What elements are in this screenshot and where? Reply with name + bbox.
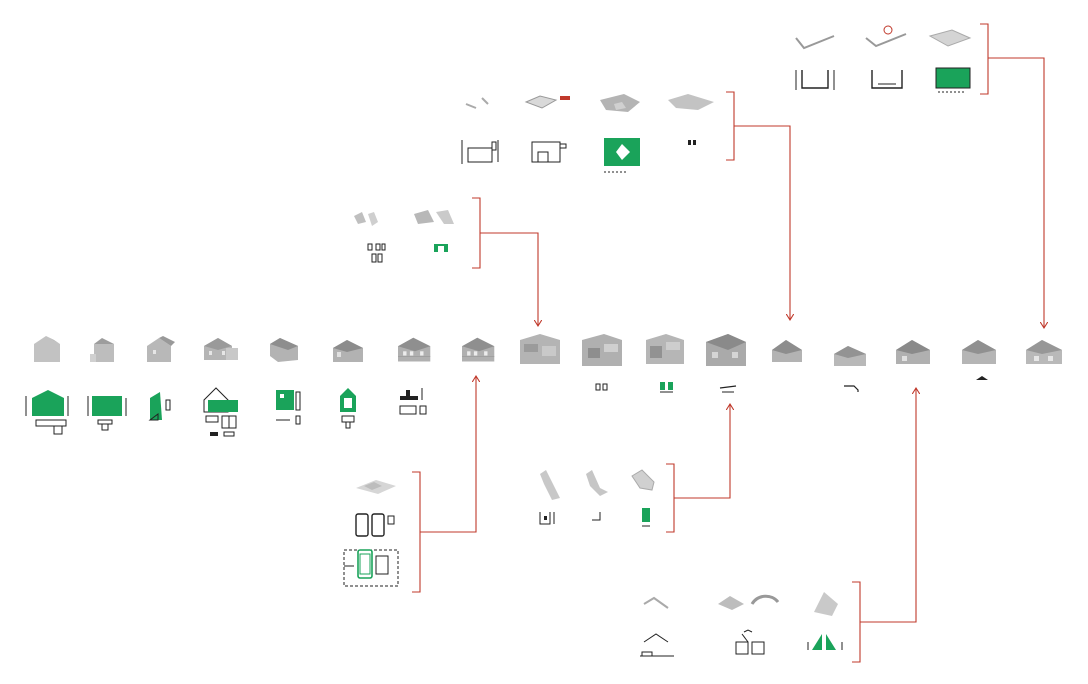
- sub-c-part-2-drawing: [871, 70, 903, 89]
- sub-f-part-2-drawing: [735, 629, 765, 655]
- connector-sub-d: [412, 376, 476, 593]
- step-16: [1026, 340, 1062, 364]
- sub-e-part-2-model: [586, 470, 608, 496]
- step-8: [461, 337, 495, 362]
- sub-e-part-3-drawing: [642, 508, 650, 527]
- sub-e-part-1-model: [540, 470, 560, 500]
- sub-f-part-2-model: [718, 594, 780, 610]
- drawing-step-12: [719, 385, 737, 393]
- sub-d-model: [356, 480, 396, 494]
- step-13: [772, 340, 802, 362]
- subassembly-f: [640, 592, 843, 657]
- subassembly-a: [354, 210, 454, 263]
- drawing-step-5: [276, 390, 301, 425]
- drawing-step-6: [340, 388, 356, 429]
- step-9: [520, 334, 560, 364]
- step-10: [582, 334, 622, 366]
- sub-b-part-4-model: [668, 94, 714, 110]
- step-7: [397, 337, 431, 362]
- sub-e-part-2-drawing: [592, 512, 601, 521]
- sub-a-part-2-drawing: [434, 244, 448, 252]
- sub-b-part-3-drawing: [604, 138, 640, 173]
- connector-sub-b: [726, 91, 790, 320]
- sub-d-elevations: [355, 513, 395, 537]
- sub-b-part-4-drawing: [688, 140, 696, 145]
- subassembly-e: [539, 469, 655, 527]
- drawing-step-4: [203, 387, 238, 437]
- step-2: [90, 338, 114, 362]
- sub-a-part-2-model: [414, 210, 454, 224]
- sub-f-part-1-drawing: [640, 633, 674, 657]
- connectors: [412, 23, 1044, 663]
- sub-f-part-1-model: [643, 596, 669, 609]
- sub-a-part-1-drawing: [367, 243, 386, 263]
- drawing-step-1: [25, 390, 69, 435]
- step-15: [896, 340, 930, 364]
- drawing-step-7: [399, 388, 427, 415]
- sub-d-plan: [343, 549, 399, 587]
- step-1: [34, 336, 60, 362]
- drawing-step-2: [87, 396, 127, 431]
- sub-c-part-1-drawing: [795, 70, 835, 90]
- drawing-step-3: [148, 392, 171, 421]
- connector-sub-e: [666, 404, 730, 533]
- connector-sub-c: [980, 23, 1044, 328]
- drawing-step-10: [595, 383, 608, 391]
- step-4: [204, 338, 238, 360]
- subassembly-d: [343, 480, 399, 587]
- sub-f-part-3-drawing: [807, 634, 843, 650]
- sub-e-part-1-drawing: [539, 512, 555, 525]
- main-sequence: [34, 334, 1062, 366]
- sub-b-part-3-model: [600, 94, 640, 112]
- drawing-step-11: [660, 382, 673, 393]
- sub-c-part-1-model: [795, 35, 835, 50]
- step-3: [147, 336, 175, 362]
- step-16-preview: [962, 340, 996, 364]
- sub-b-part-2-drawing: [531, 141, 567, 163]
- drawing-step-14: [844, 385, 859, 392]
- connector-sub-a: [472, 197, 538, 326]
- subassembly-c: [795, 25, 972, 93]
- connector-sub-f: [852, 388, 916, 663]
- sub-f-part-3-model: [814, 592, 838, 616]
- drawing-step-16-preview: [976, 376, 988, 380]
- sub-e-part-3-model: [631, 469, 655, 491]
- main-sequence-drawings: [25, 376, 988, 437]
- sub-b-part-2-model: [524, 95, 570, 109]
- sub-a-part-1-model: [354, 212, 378, 226]
- step-11: [646, 334, 684, 364]
- step-5: [270, 338, 298, 362]
- sub-b-part-1-drawing: [461, 140, 499, 164]
- sub-c-part-3-model: [928, 29, 972, 47]
- sub-c-part-2-model: [865, 25, 907, 48]
- step-6: [333, 340, 363, 362]
- step-14: [834, 346, 866, 366]
- sub-c-part-3-drawing: [935, 67, 971, 93]
- sub-b-part-1-model: [465, 97, 489, 109]
- subassembly-b: [461, 94, 714, 173]
- step-12: [706, 334, 746, 366]
